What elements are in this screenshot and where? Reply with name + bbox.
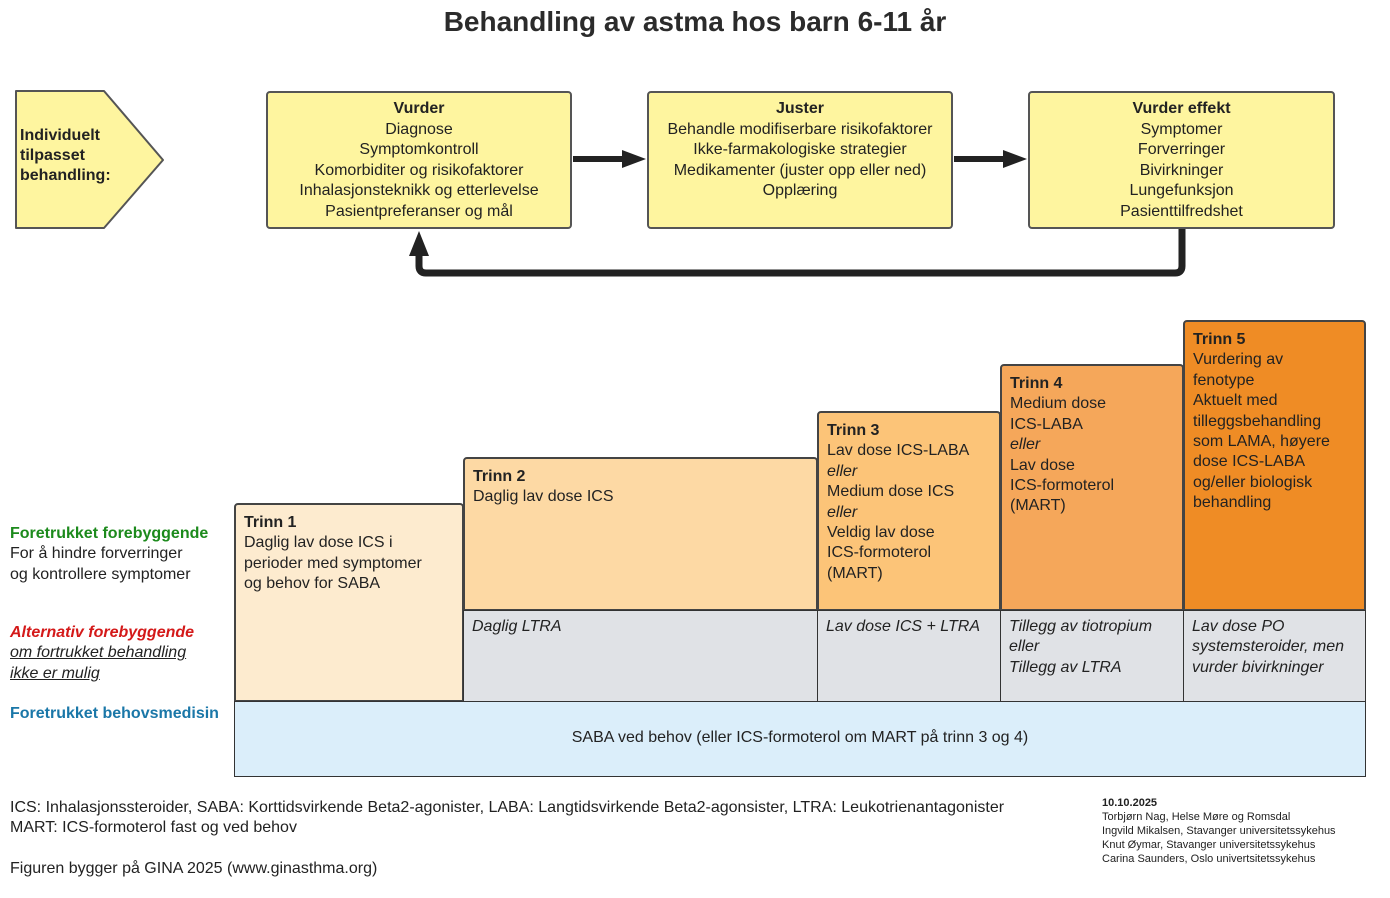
alternative-step-5: Lav dose PO systemsteroider, men vurder … — [1183, 610, 1366, 702]
step-title: Trinn 5 — [1193, 331, 1246, 348]
step-line: ICS-LABA — [1010, 415, 1083, 433]
step-line: eller — [827, 503, 858, 521]
arrow-return — [415, 229, 1186, 277]
step-title: Trinn 2 — [473, 468, 526, 485]
step-line: (MART) — [827, 564, 883, 582]
credits: 10.10.2025 Torbjørn Nag, Helse Møre og R… — [1102, 797, 1336, 865]
pentagon-label: Individuelt tilpasset behandling: — [20, 127, 111, 184]
pentagon-shape — [15, 90, 164, 229]
alternative-step-4: Tillegg av tiotropium eller Tillegg av L… — [1000, 610, 1184, 702]
step-line: som LAMA, høyere — [1193, 433, 1330, 451]
alternative-step-2: Daglig LTRA — [463, 610, 818, 702]
step-line: eller — [1010, 436, 1041, 454]
step-line: Lav dose ICS-LABA — [827, 442, 970, 460]
label-preferred: Foretrukket forebyggende For å hindre fo… — [10, 525, 209, 583]
step-line: Medium dose ICS — [827, 483, 955, 501]
footnotes: ICS: Inhalasjonssteroider, SABA: Korttid… — [10, 799, 1005, 877]
step-line: Veldig lav dose — [827, 524, 935, 542]
step-line: og behov for SABA — [244, 575, 381, 593]
step-line: Lav dose — [1010, 456, 1075, 474]
reliever-band: SABA ved behov (eller ICS-formoterol om … — [234, 701, 1366, 777]
step-line: (MART) — [1010, 497, 1066, 515]
step-line: behandling — [1193, 494, 1272, 512]
step-line: og/eller biologisk — [1193, 473, 1313, 491]
step-lines: Daglig lav dose ICS — [473, 487, 808, 507]
label-alternative: Alternativ forebyggende om fortrukket be… — [10, 624, 195, 682]
box-vurder-effekt: Vurder effekt Symptomer Forverringer Biv… — [1028, 91, 1335, 229]
alternative-step-3: Lav dose ICS + LTRA — [817, 610, 1001, 702]
step-line: Daglig lav dose ICS — [473, 488, 614, 506]
label-reliever: Foretrukket behovsmedisin — [10, 705, 219, 722]
step-line: ICS-formoterol — [827, 544, 932, 562]
step-title: Trinn 4 — [1010, 375, 1063, 392]
box-vurder: Vurder Diagnose Symptomkontroll Komorbid… — [266, 91, 572, 229]
step-title: Trinn 3 — [827, 422, 880, 439]
step-line: perioder med symptomer — [244, 554, 422, 572]
page-title: Behandling av astma hos barn 6-11 år — [443, 6, 947, 37]
step-line: eller — [827, 462, 858, 480]
step-1: Trinn 1 Daglig lav dose ICS i perioder me… — [234, 503, 464, 702]
step-title: Trinn 1 — [244, 514, 297, 531]
step-line: dose ICS-LABA — [1193, 453, 1306, 471]
step-line: Medium dose — [1010, 395, 1107, 413]
step-line: Vurdering av — [1193, 351, 1284, 369]
step-line: Daglig lav dose ICS i — [244, 534, 393, 552]
step-line: tilleggsbehandling — [1193, 412, 1322, 430]
step-2: Trinn 2 Daglig lav dose ICS — [463, 457, 818, 611]
step-line: fenotype — [1193, 371, 1255, 389]
step-line: Aktuelt med — [1193, 392, 1278, 410]
step-lines: Daglig lav dose ICS i perioder med sympto… — [244, 533, 454, 594]
step-line: ICS-formoterol — [1010, 477, 1115, 495]
box-juster: Juster Behandle modifiserbare risikofakt… — [647, 91, 953, 229]
